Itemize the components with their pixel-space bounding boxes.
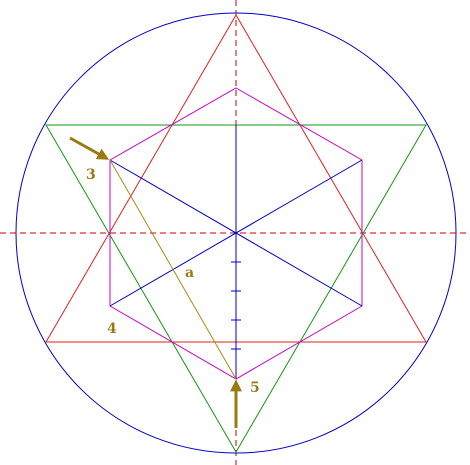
diagonal-right-to-left	[109, 159, 363, 307]
label-segment-a: a	[185, 265, 194, 281]
label-point-4: 4	[107, 321, 117, 337]
axis-ticks	[231, 261, 241, 350]
segment-a	[109, 159, 237, 380]
arrow-to-point-3	[69, 136, 110, 160]
label-point-3: 3	[86, 167, 96, 183]
label-point-5: 5	[250, 380, 260, 396]
